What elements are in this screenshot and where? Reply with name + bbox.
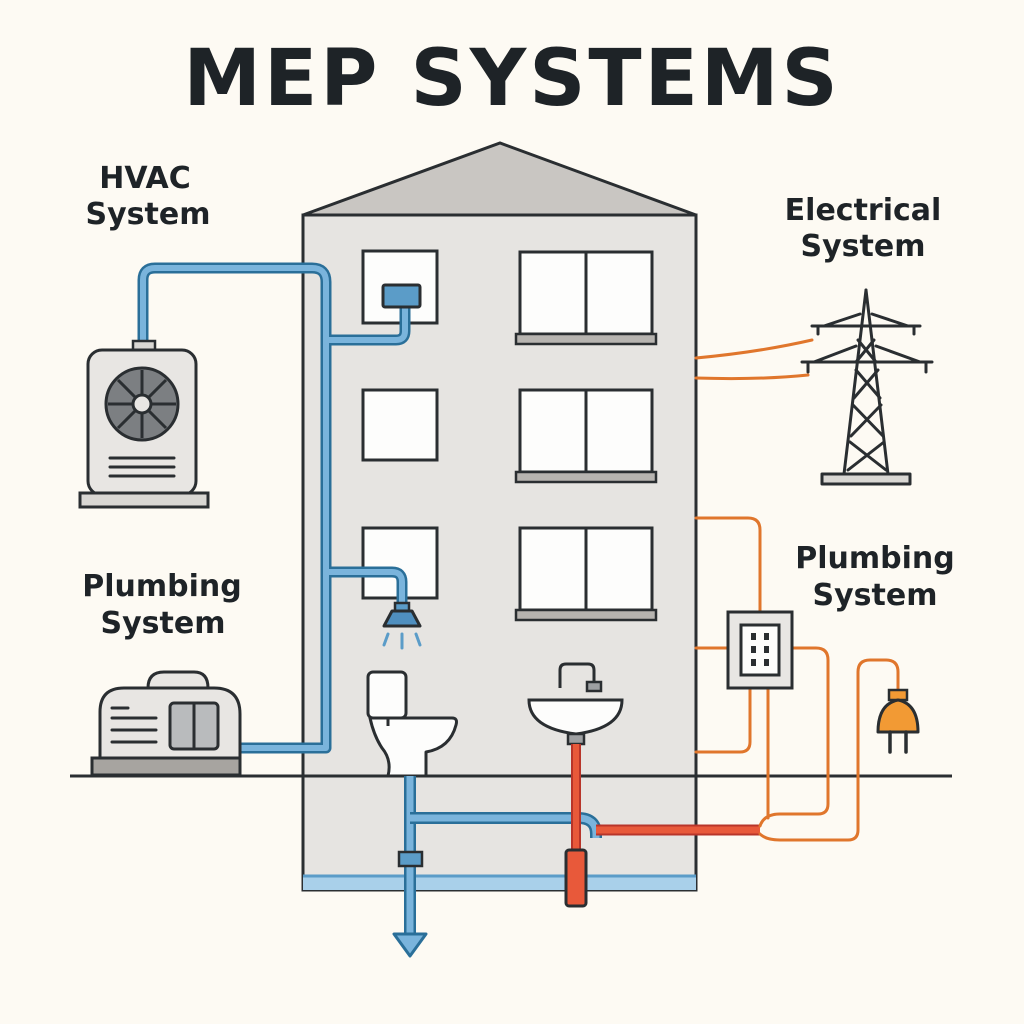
electrical-label-line1: Electrical [785,193,942,228]
window-double [514,526,658,622]
diagram-title: MEP SYSTEMS [183,34,840,124]
air-vent-icon [381,283,422,309]
pipe-coupling [397,850,424,868]
sink-faucet-icon [527,662,624,746]
drain-arrow-icon [392,932,428,958]
electrical-wires [694,338,900,842]
hvac-label-line2: System [86,197,211,232]
power-plug-icon [876,688,920,754]
window-double [514,250,658,346]
electrical-label: Electrical System [785,193,942,264]
shower-head-icon [382,601,422,650]
window-double [514,388,658,484]
pipe-valve [564,848,588,908]
plumbing-right-label-line1: Plumbing [795,541,954,576]
building-roof [302,141,697,217]
electrical-label-line2: System [801,229,926,264]
electrical-panel-icon [726,610,794,690]
plumbing-left-label-line1: Plumbing [82,569,241,604]
plumbing-right-label-line2: System [813,578,938,613]
foundation-water-line [303,876,696,890]
plumbing-left-label: Plumbing System [82,569,241,641]
hot-water-pipe [571,744,760,850]
plumbing-left-label-line2: System [101,606,226,641]
water-heater-icon [90,670,242,777]
windows-left-column [361,249,439,600]
toilet-icon [366,670,458,778]
window [361,388,439,462]
hvac-label-line1: HVAC [99,161,191,196]
hvac-ducts [137,262,411,754]
plumbing-right-label: Plumbing System [795,541,954,613]
outdoor-ac-unit-icon [78,339,210,509]
hvac-label: HVAC System [86,161,211,232]
windows-right-column [514,250,658,622]
transmission-tower-icon [800,288,934,486]
